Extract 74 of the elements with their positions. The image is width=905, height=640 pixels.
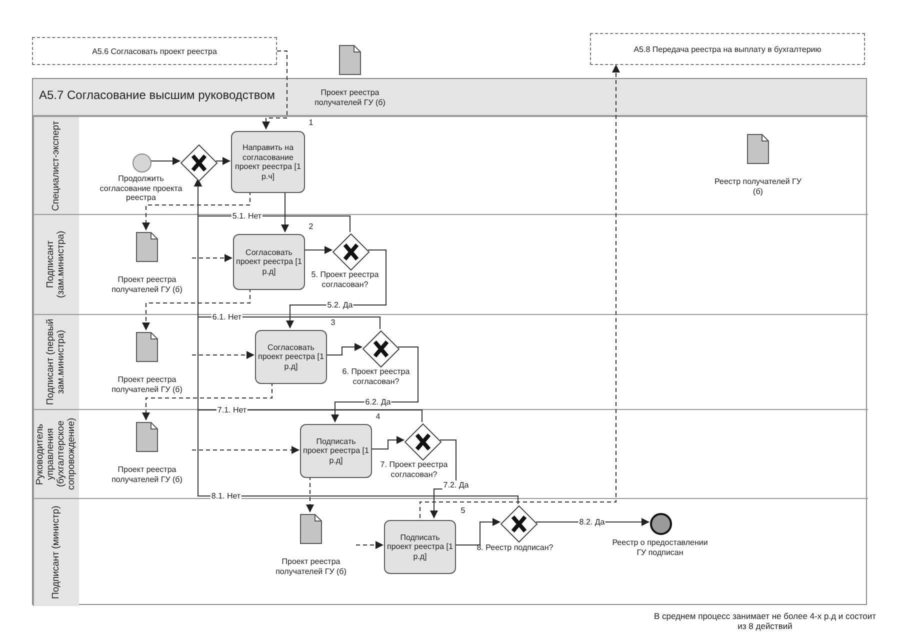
arrow [150, 157, 180, 165]
dashed-arrow [420, 64, 620, 518]
task-box: Подписать проект реестра [1 р.д] [300, 424, 372, 478]
dashed-arrow [356, 541, 384, 549]
arrow [430, 440, 456, 518]
swimlane [33, 409, 868, 498]
gateway-diamond [181, 145, 217, 181]
dashed-arrow [192, 446, 300, 454]
lane-label: Руководитель управления (бухгалтерское сопровождение) [33, 410, 79, 498]
step-number: 1 [308, 118, 314, 128]
swimlane [33, 314, 868, 409]
edge-label: 7.2. Да [442, 480, 470, 490]
task-box: Согласовать проект реестра [1 р.д] [255, 330, 327, 384]
step-number: 3 [330, 318, 336, 328]
swimlane [33, 214, 868, 314]
task-box: Направить на согласование проект реестра [1 р.ч] [231, 131, 305, 193]
task-box: Согласовать проект реестра [1 р.д] [233, 234, 305, 290]
activity-box: A5.6 Согласовать проект реестра [32, 37, 277, 65]
event-caption: Реестр о предоставлении ГУ подписан [611, 538, 709, 557]
dashed-arrow [306, 476, 314, 512]
edge-label: 7.1. Нет [216, 406, 248, 414]
gateway-diamond [405, 424, 441, 460]
activity-box: A5.8 Передача реестра на выплату в бухгалтерию [590, 33, 865, 65]
step-number: 2 [308, 222, 314, 232]
gateway-diamond [363, 331, 399, 367]
edge-label: 6.1. Нет [211, 312, 243, 322]
gateway-caption: 8. Реестр подписан? [476, 543, 554, 552]
gateway-caption: 5. Проект реестра согласован? [310, 270, 380, 289]
event-caption: Продолжить согласование проекта реестра [98, 174, 184, 202]
document-label: Проект реестра получателей ГУ (б) [110, 465, 184, 484]
arrow [370, 436, 404, 450]
arrow [281, 190, 289, 232]
lane-label: Подписант (министр) [33, 499, 79, 606]
gateway-caption: 7. Проект реестра согласован? [379, 460, 449, 479]
edge-label: 5.2. Да [326, 300, 354, 310]
dashed-arrow [192, 351, 254, 359]
dashed-arrow [142, 190, 250, 230]
pool [32, 78, 867, 605]
dashed-arrow [142, 288, 250, 330]
task-box: Подписать проект реестра [1 р.д] [384, 520, 456, 574]
edge-label: 6.2. Да [364, 398, 392, 406]
edge-label: 8.1. Нет [210, 492, 242, 500]
lane-label: Специалист-эксперт [33, 117, 79, 214]
end-event-circle [650, 513, 672, 535]
edge-label: 8.2. Да [578, 518, 606, 526]
arrow [536, 518, 650, 526]
dashed-arrow [192, 254, 232, 262]
step-number: 4 [374, 412, 382, 422]
arrow [194, 178, 518, 504]
document-label: Проект реестра получателей ГУ (б) [314, 88, 386, 107]
document-label: Реестр получателей ГУ (б) [714, 177, 802, 196]
gateway-diamond [333, 234, 369, 270]
step-number: 5 [460, 506, 466, 516]
arrow [326, 343, 362, 356]
gateway-caption: 6. Проект реестра согласован? [341, 367, 411, 386]
gateway-diamond [501, 506, 537, 542]
lane-label: Подписант (первый зам.министра) [33, 315, 79, 409]
swimlane [33, 498, 868, 606]
pool-title: A5.7 Согласование высшим руководством [39, 88, 276, 102]
arrow [304, 246, 332, 254]
dashed-arrow [142, 382, 272, 420]
document-label: Проект реестра получателей ГУ (б) [110, 375, 184, 394]
arrow [286, 250, 386, 328]
swimlane [33, 116, 868, 214]
arrow [216, 157, 230, 165]
arrow [454, 518, 500, 546]
document-label: Проект реестра получателей ГУ (б) [274, 557, 348, 576]
note-text: В среднем процесс занимает не более 4-х р.д и состоит из 8 действий [652, 612, 878, 631]
arrow [331, 346, 418, 422]
lane-label: Подписант (зам.министра) [33, 215, 79, 314]
start-event-circle [132, 153, 152, 173]
document-label: Проект реестра получателей ГУ (б) [110, 275, 184, 294]
edge-label: 5.1. Нет [231, 212, 263, 220]
dashed-arrow [262, 50, 288, 130]
